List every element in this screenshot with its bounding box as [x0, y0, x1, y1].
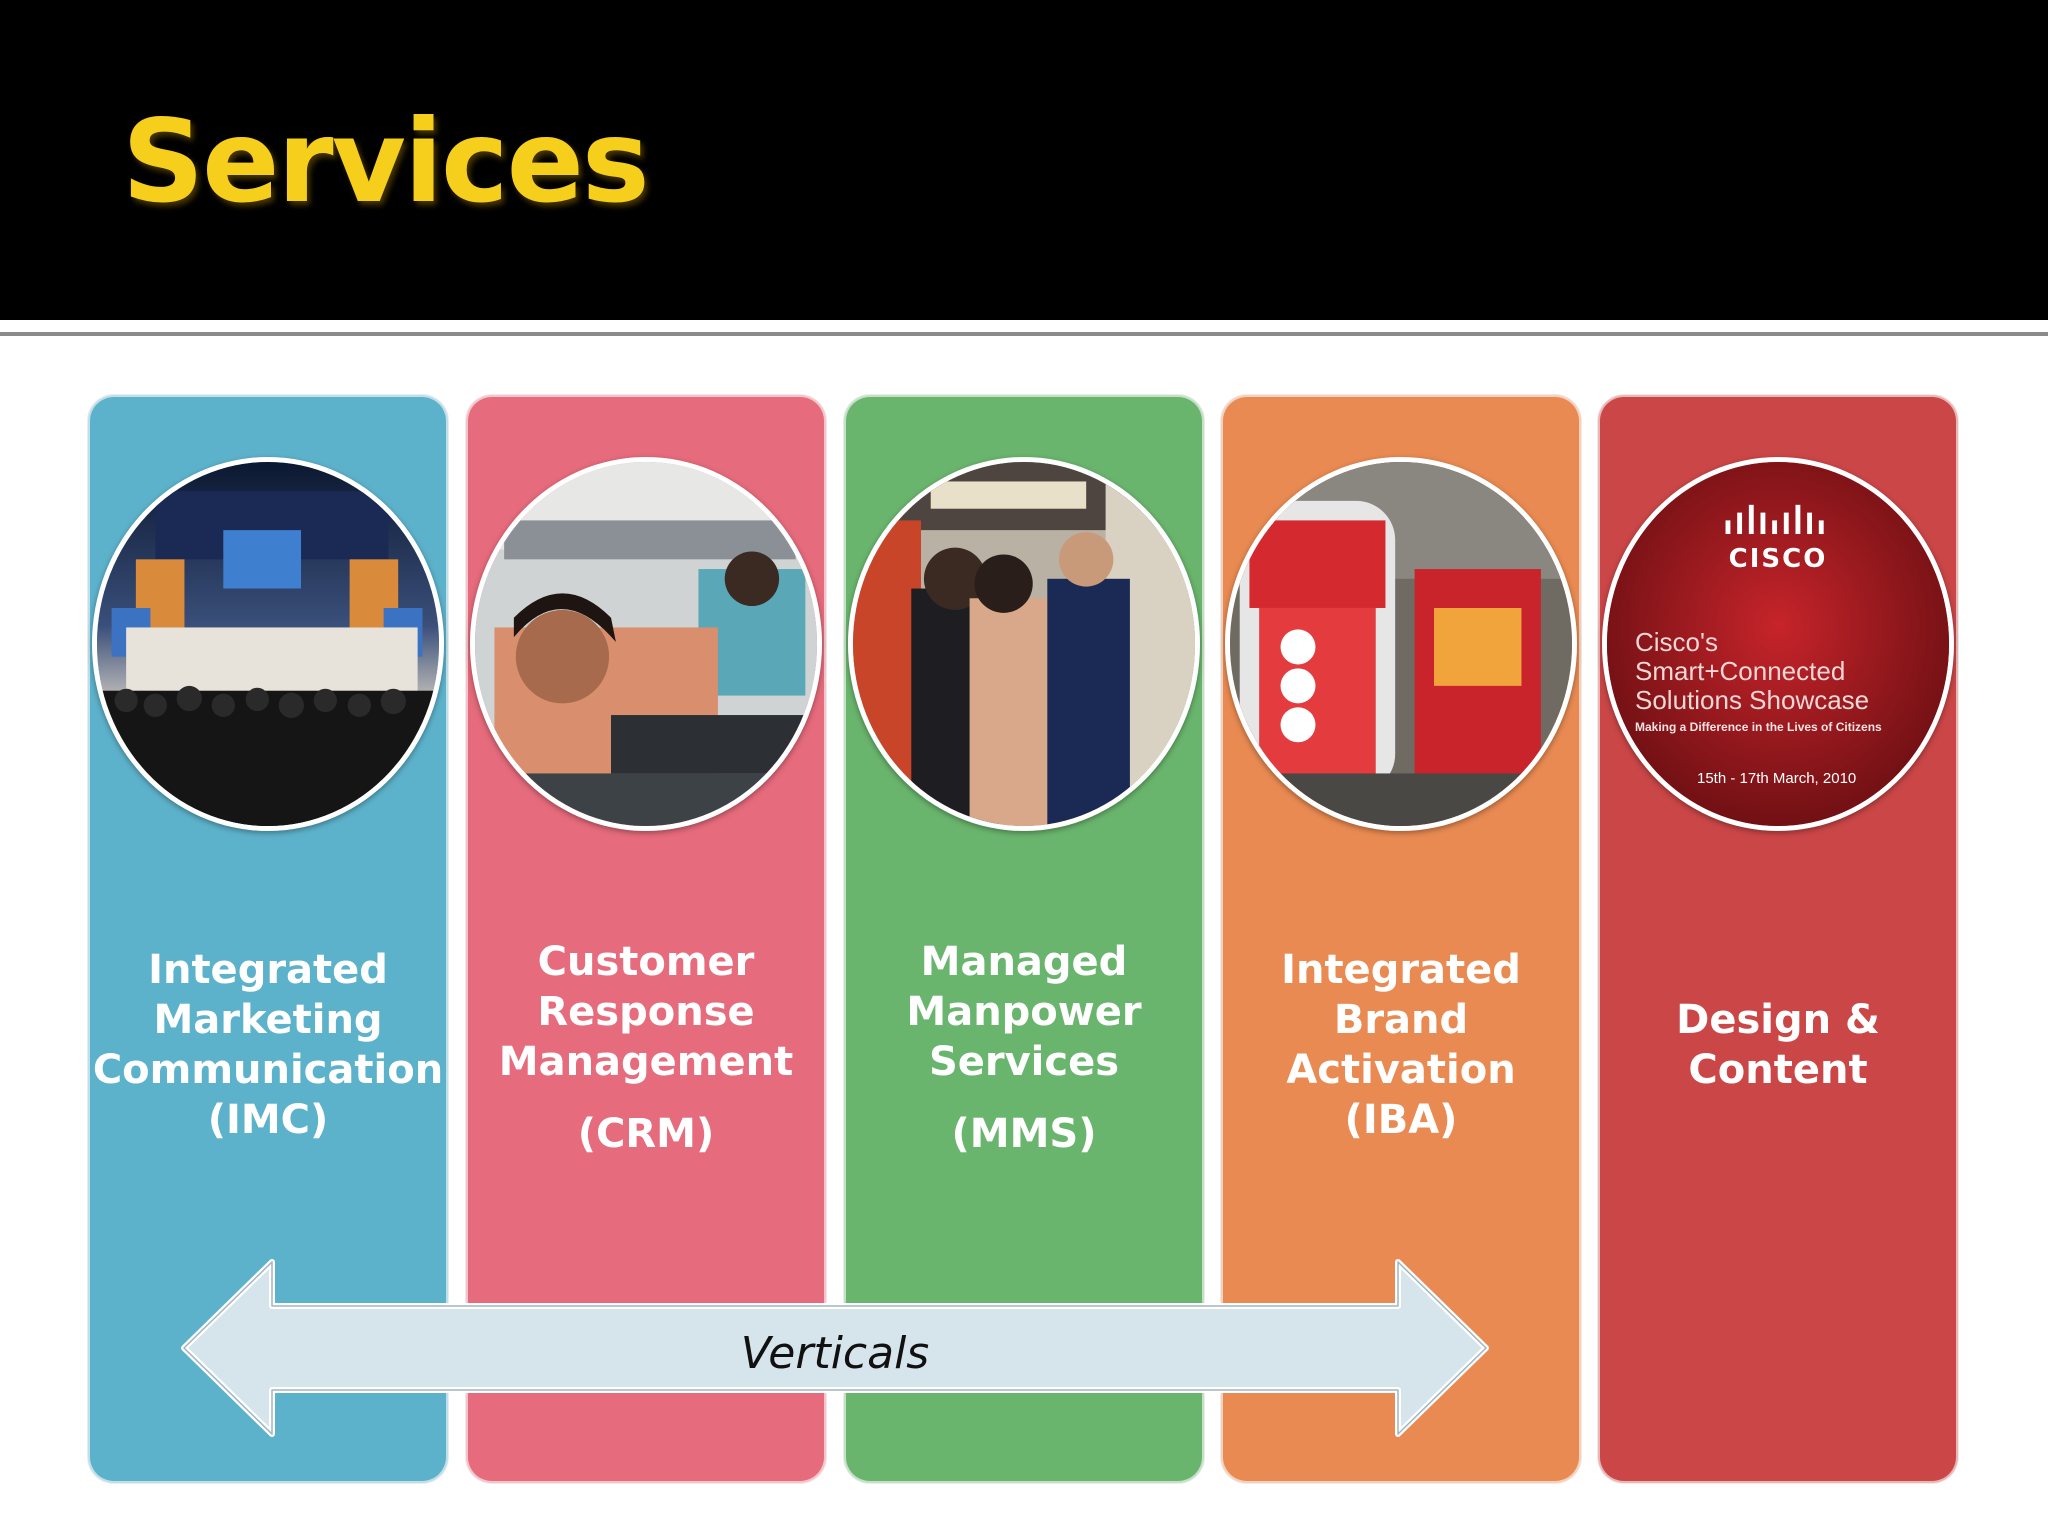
- service-label-iba: Integrated Brand Activation (IBA): [1223, 945, 1579, 1145]
- double-headed-arrow-icon: [181, 1259, 1489, 1437]
- service-panel-imc: Integrated Marketing Communication (IMC): [88, 395, 448, 1483]
- service-panel-design: CISCO Cisco's Smart+Connected Solutions …: [1598, 395, 1958, 1483]
- service-label-line: (IMC): [207, 1097, 329, 1143]
- service-label-line: Integrated: [1281, 947, 1521, 993]
- banner-line1: Cisco's: [1635, 627, 1718, 657]
- service-label-line: Communication: [92, 1047, 444, 1093]
- service-label-line: Manpower: [906, 989, 1142, 1035]
- service-label-line: Marketing: [153, 997, 383, 1043]
- service-abbr-crm: (CRM): [577, 1111, 715, 1157]
- header-divider-shadow: [0, 332, 2048, 336]
- verticals-label: Verticals: [740, 1328, 930, 1379]
- banner-brand: CISCO: [1728, 544, 1828, 574]
- banner-line3: Solutions Showcase: [1635, 685, 1870, 715]
- banner-tagline: Making a Difference in the Lives of Citi…: [1635, 720, 1882, 734]
- call-center-agents-photo: [470, 457, 822, 831]
- retail-store-promoters-photo: [848, 457, 1200, 831]
- banner-line2: Smart+Connected: [1635, 656, 1846, 686]
- service-label-line: Customer: [537, 939, 755, 985]
- service-panel-crm: Customer Response Management (CRM): [466, 395, 826, 1483]
- service-panel-mms: Managed Manpower Services (MMS): [844, 395, 1204, 1483]
- service-label-crm: Customer Response Management: [468, 937, 824, 1087]
- service-label-line: Management: [498, 1039, 794, 1085]
- banner-dates: 15th - 17th March, 2010: [1697, 770, 1857, 787]
- service-label-line: Integrated: [148, 947, 388, 993]
- cisco-logo-icon: [1725, 504, 1824, 535]
- service-abbr-mms: (MMS): [951, 1111, 1097, 1157]
- service-label-line: Content: [1688, 1047, 1868, 1093]
- service-label-design: Design & Content: [1600, 995, 1956, 1095]
- service-label-line: Brand: [1333, 997, 1469, 1043]
- service-label-mms: Managed Manpower Services: [846, 937, 1202, 1087]
- service-label-line: Managed: [920, 939, 1128, 985]
- verticals-arrow: Verticals: [180, 1258, 1490, 1438]
- title-bar: Services: [0, 0, 2048, 320]
- service-label-line: Design &: [1676, 997, 1880, 1043]
- service-label-line: Services: [928, 1039, 1120, 1085]
- event-stage-audience-photo: [92, 457, 444, 831]
- service-label-line: (IBA): [1344, 1097, 1458, 1143]
- service-label-line: Response: [537, 989, 755, 1035]
- service-label-line: Activation: [1286, 1047, 1516, 1093]
- slide-title: Services: [122, 95, 650, 228]
- header-divider: [0, 320, 2048, 332]
- cisco-showcase-banner: CISCO Cisco's Smart+Connected Solutions …: [1602, 457, 1954, 831]
- brand-mascot-activation-photo: [1225, 457, 1577, 831]
- service-label-imc: Integrated Marketing Communication (IMC): [90, 945, 446, 1145]
